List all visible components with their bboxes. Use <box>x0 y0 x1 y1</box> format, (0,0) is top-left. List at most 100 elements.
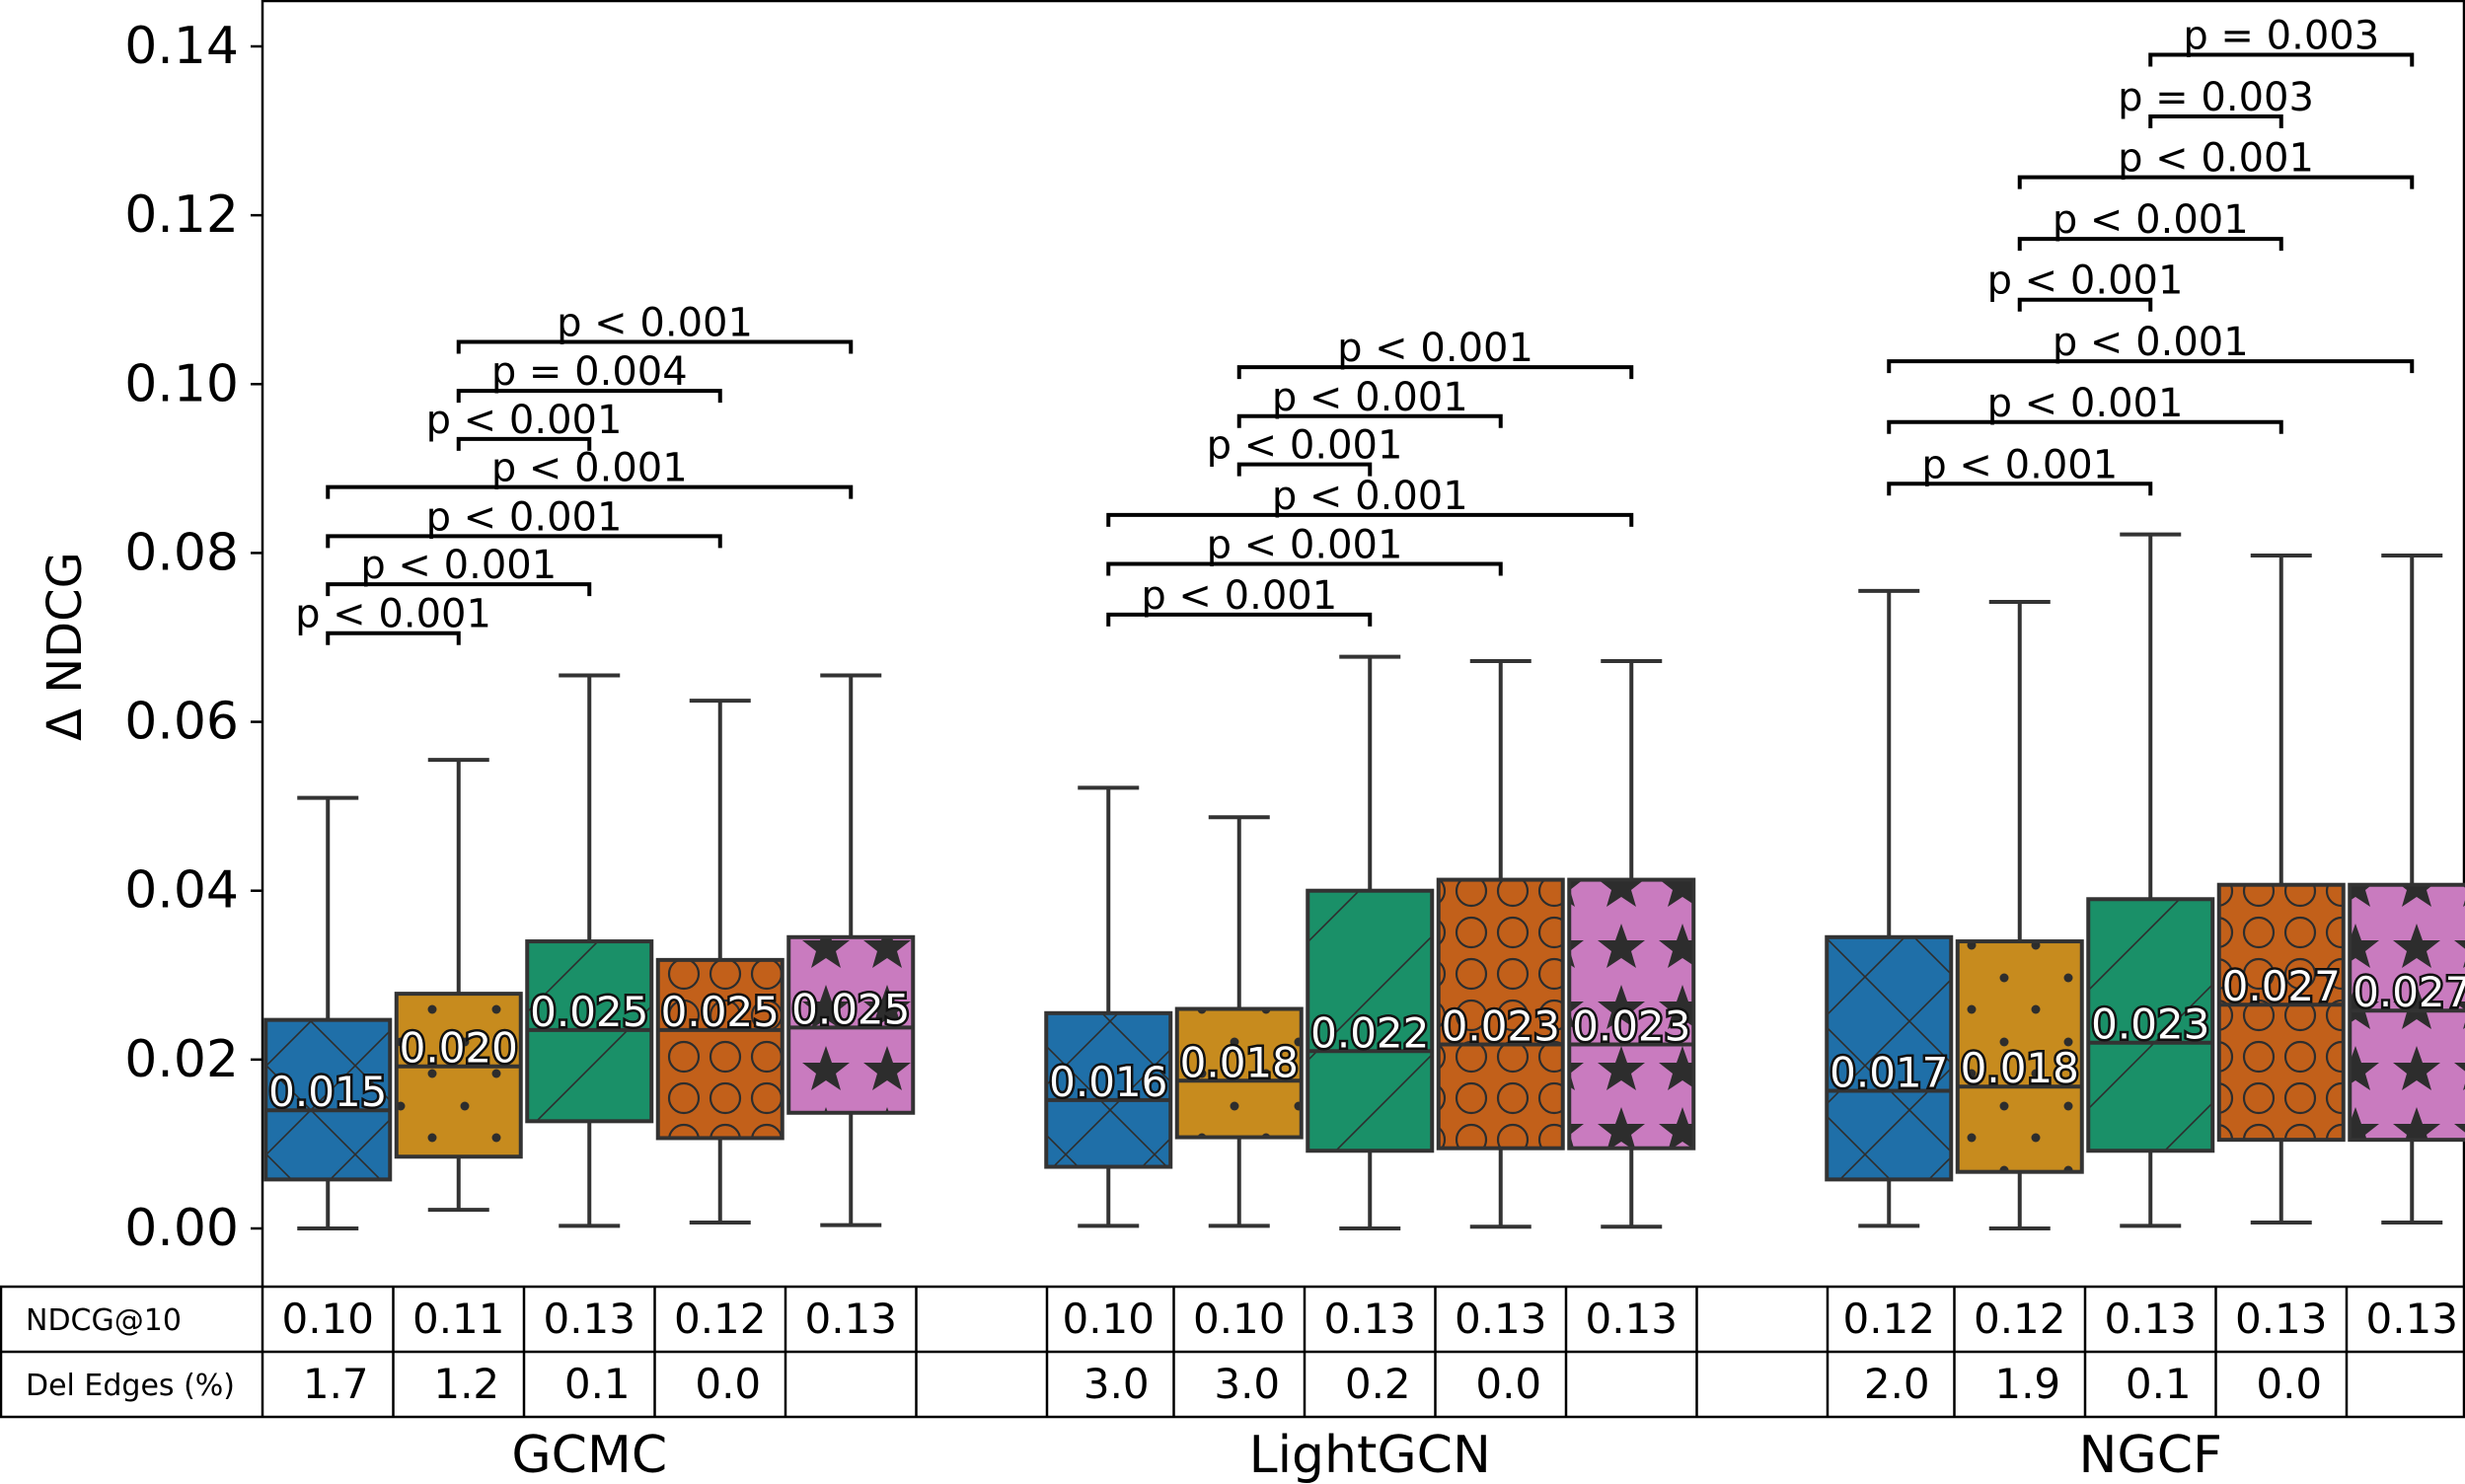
p-value-label: p < 0.001 <box>1337 326 1533 371</box>
group-label-ngcf: NGCF <box>2079 1426 2222 1484</box>
significance-bracket: p < 0.001 <box>326 446 854 499</box>
box: 0.018 <box>1955 600 2084 1230</box>
significance-bracket: p < 0.001 <box>1987 259 2184 312</box>
p-value-label: p < 0.001 <box>360 543 557 588</box>
box-hatch <box>786 934 916 1115</box>
y-tick-label: 0.06 <box>124 693 239 752</box>
box: 0.017 <box>1825 588 1954 1228</box>
box-value-label: 0.023 <box>2091 1001 2209 1049</box>
box-hatch <box>655 957 784 1141</box>
box-value-label: 0.027 <box>2353 968 2465 1016</box>
significance-bracket: p = 0.004 <box>456 349 722 404</box>
box: 0.025 <box>655 699 784 1225</box>
p-value-label: p < 0.001 <box>426 398 623 443</box>
p-value-label: p = 0.003 <box>2118 75 2314 120</box>
box-hatch <box>394 992 523 1159</box>
table-cell-del-edges: 1.7 <box>303 1360 369 1408</box>
y-tick-label: 0.12 <box>124 186 239 245</box>
box-value-label: 0.022 <box>1310 1008 1429 1057</box>
bracket-line <box>456 436 592 451</box>
table-cell-del-edges: 3.0 <box>1214 1360 1280 1408</box>
box-hatch <box>1567 877 1696 1150</box>
table-row-header-del-edges: Del Edges (%) <box>26 1369 235 1403</box>
box-value-label: 0.016 <box>1049 1058 1167 1106</box>
table-cell-del-edges: 0.0 <box>1475 1360 1541 1408</box>
y-axis-label: Δ NDCG <box>37 552 93 741</box>
box: 0.018 <box>1174 815 1304 1228</box>
p-value-label: p < 0.001 <box>2053 197 2249 243</box>
p-value-label: p < 0.001 <box>1987 259 2184 304</box>
bracket-line <box>2148 114 2283 129</box>
p-value-label: p = 0.004 <box>491 349 688 395</box>
table-cell-del-edges: 1.2 <box>433 1360 499 1408</box>
group-label-gcmc: GCMC <box>511 1426 667 1484</box>
table-cell-ndcg: 0.11 <box>412 1295 505 1343</box>
p-value-label: p < 0.001 <box>1987 381 2184 426</box>
box-hatch <box>1306 888 1435 1153</box>
box: 0.023 <box>2086 532 2215 1228</box>
bracket-line <box>326 631 461 645</box>
significance-bracket: p < 0.001 <box>1106 523 1503 576</box>
y-tick-label: 0.00 <box>124 1199 239 1258</box>
box: 0.025 <box>786 673 916 1227</box>
bracket-line <box>1106 512 1634 527</box>
bracket-line <box>456 339 854 354</box>
box: 0.025 <box>525 673 654 1228</box>
box: 0.023 <box>1436 658 1565 1229</box>
bracket-line <box>1887 419 2283 434</box>
bracket-line <box>1887 482 2153 496</box>
p-value-label: p < 0.001 <box>2053 320 2249 365</box>
box-value-label: 0.017 <box>1830 1049 1948 1097</box>
significance-bracket: p < 0.001 <box>295 592 491 645</box>
box: 0.023 <box>1567 658 1696 1229</box>
bracket-line <box>326 582 592 597</box>
box-value-label: 0.015 <box>268 1068 387 1116</box>
box: 0.027 <box>2216 553 2346 1225</box>
box: 0.020 <box>394 758 523 1213</box>
box-hatch <box>2086 897 2215 1153</box>
significance-bracket: p < 0.001 <box>1106 474 1634 527</box>
table-cell-ndcg: 0.13 <box>2365 1295 2458 1343</box>
box-value-label: 0.025 <box>530 988 648 1036</box>
significance-bracket: p = 0.003 <box>2118 75 2314 129</box>
bracket-line <box>326 534 722 549</box>
box-hatch <box>2216 882 2346 1143</box>
bracket-line <box>1887 359 2415 374</box>
box: 0.015 <box>263 795 393 1230</box>
table-cell-ndcg: 0.13 <box>804 1295 897 1343</box>
y-tick-label: 0.08 <box>124 523 239 582</box>
table-cell-del-edges: 0.1 <box>2126 1360 2192 1408</box>
p-value-label: p < 0.001 <box>1272 375 1468 420</box>
p-value-label: p < 0.001 <box>1921 442 2118 487</box>
table-cell-del-edges: 2.0 <box>1864 1360 1930 1408</box>
box-value-label: 0.023 <box>1572 1002 1690 1050</box>
box-value-label: 0.027 <box>2222 962 2341 1010</box>
p-value-label: p < 0.001 <box>1207 523 1403 568</box>
box: 0.022 <box>1306 654 1435 1230</box>
table-row-header-ndcg: NDCG@10 <box>26 1303 182 1338</box>
p-value-label: p = 0.003 <box>2183 14 2379 59</box>
box-hatch <box>1436 877 1565 1150</box>
p-value-label: p < 0.001 <box>426 494 623 540</box>
box-value-label: 0.020 <box>400 1024 518 1073</box>
box-value-label: 0.023 <box>1442 1002 1560 1050</box>
box-hatch <box>1044 1010 1173 1169</box>
table-cell-ndcg: 0.13 <box>1455 1295 1547 1343</box>
table-cell-ndcg: 0.13 <box>1585 1295 1678 1343</box>
bracket-line <box>2017 237 2283 252</box>
bracket-line <box>456 389 722 404</box>
box-hatch <box>263 1017 393 1182</box>
significance-bracket: p < 0.001 <box>326 543 592 597</box>
box-hatch <box>1955 939 2084 1174</box>
p-value-label: p < 0.001 <box>1141 573 1337 619</box>
significance-bracket: p < 0.001 <box>2017 197 2283 252</box>
p-value-label: p < 0.001 <box>295 592 491 637</box>
table-cell-ndcg: 0.12 <box>674 1295 767 1343</box>
significance-bracket: p < 0.001 <box>326 494 722 549</box>
significance-bracket: p < 0.001 <box>1887 442 2153 496</box>
bracket-line <box>2017 175 2415 189</box>
bracket-line <box>1106 561 1503 576</box>
p-value-label: p < 0.001 <box>2118 136 2314 182</box>
